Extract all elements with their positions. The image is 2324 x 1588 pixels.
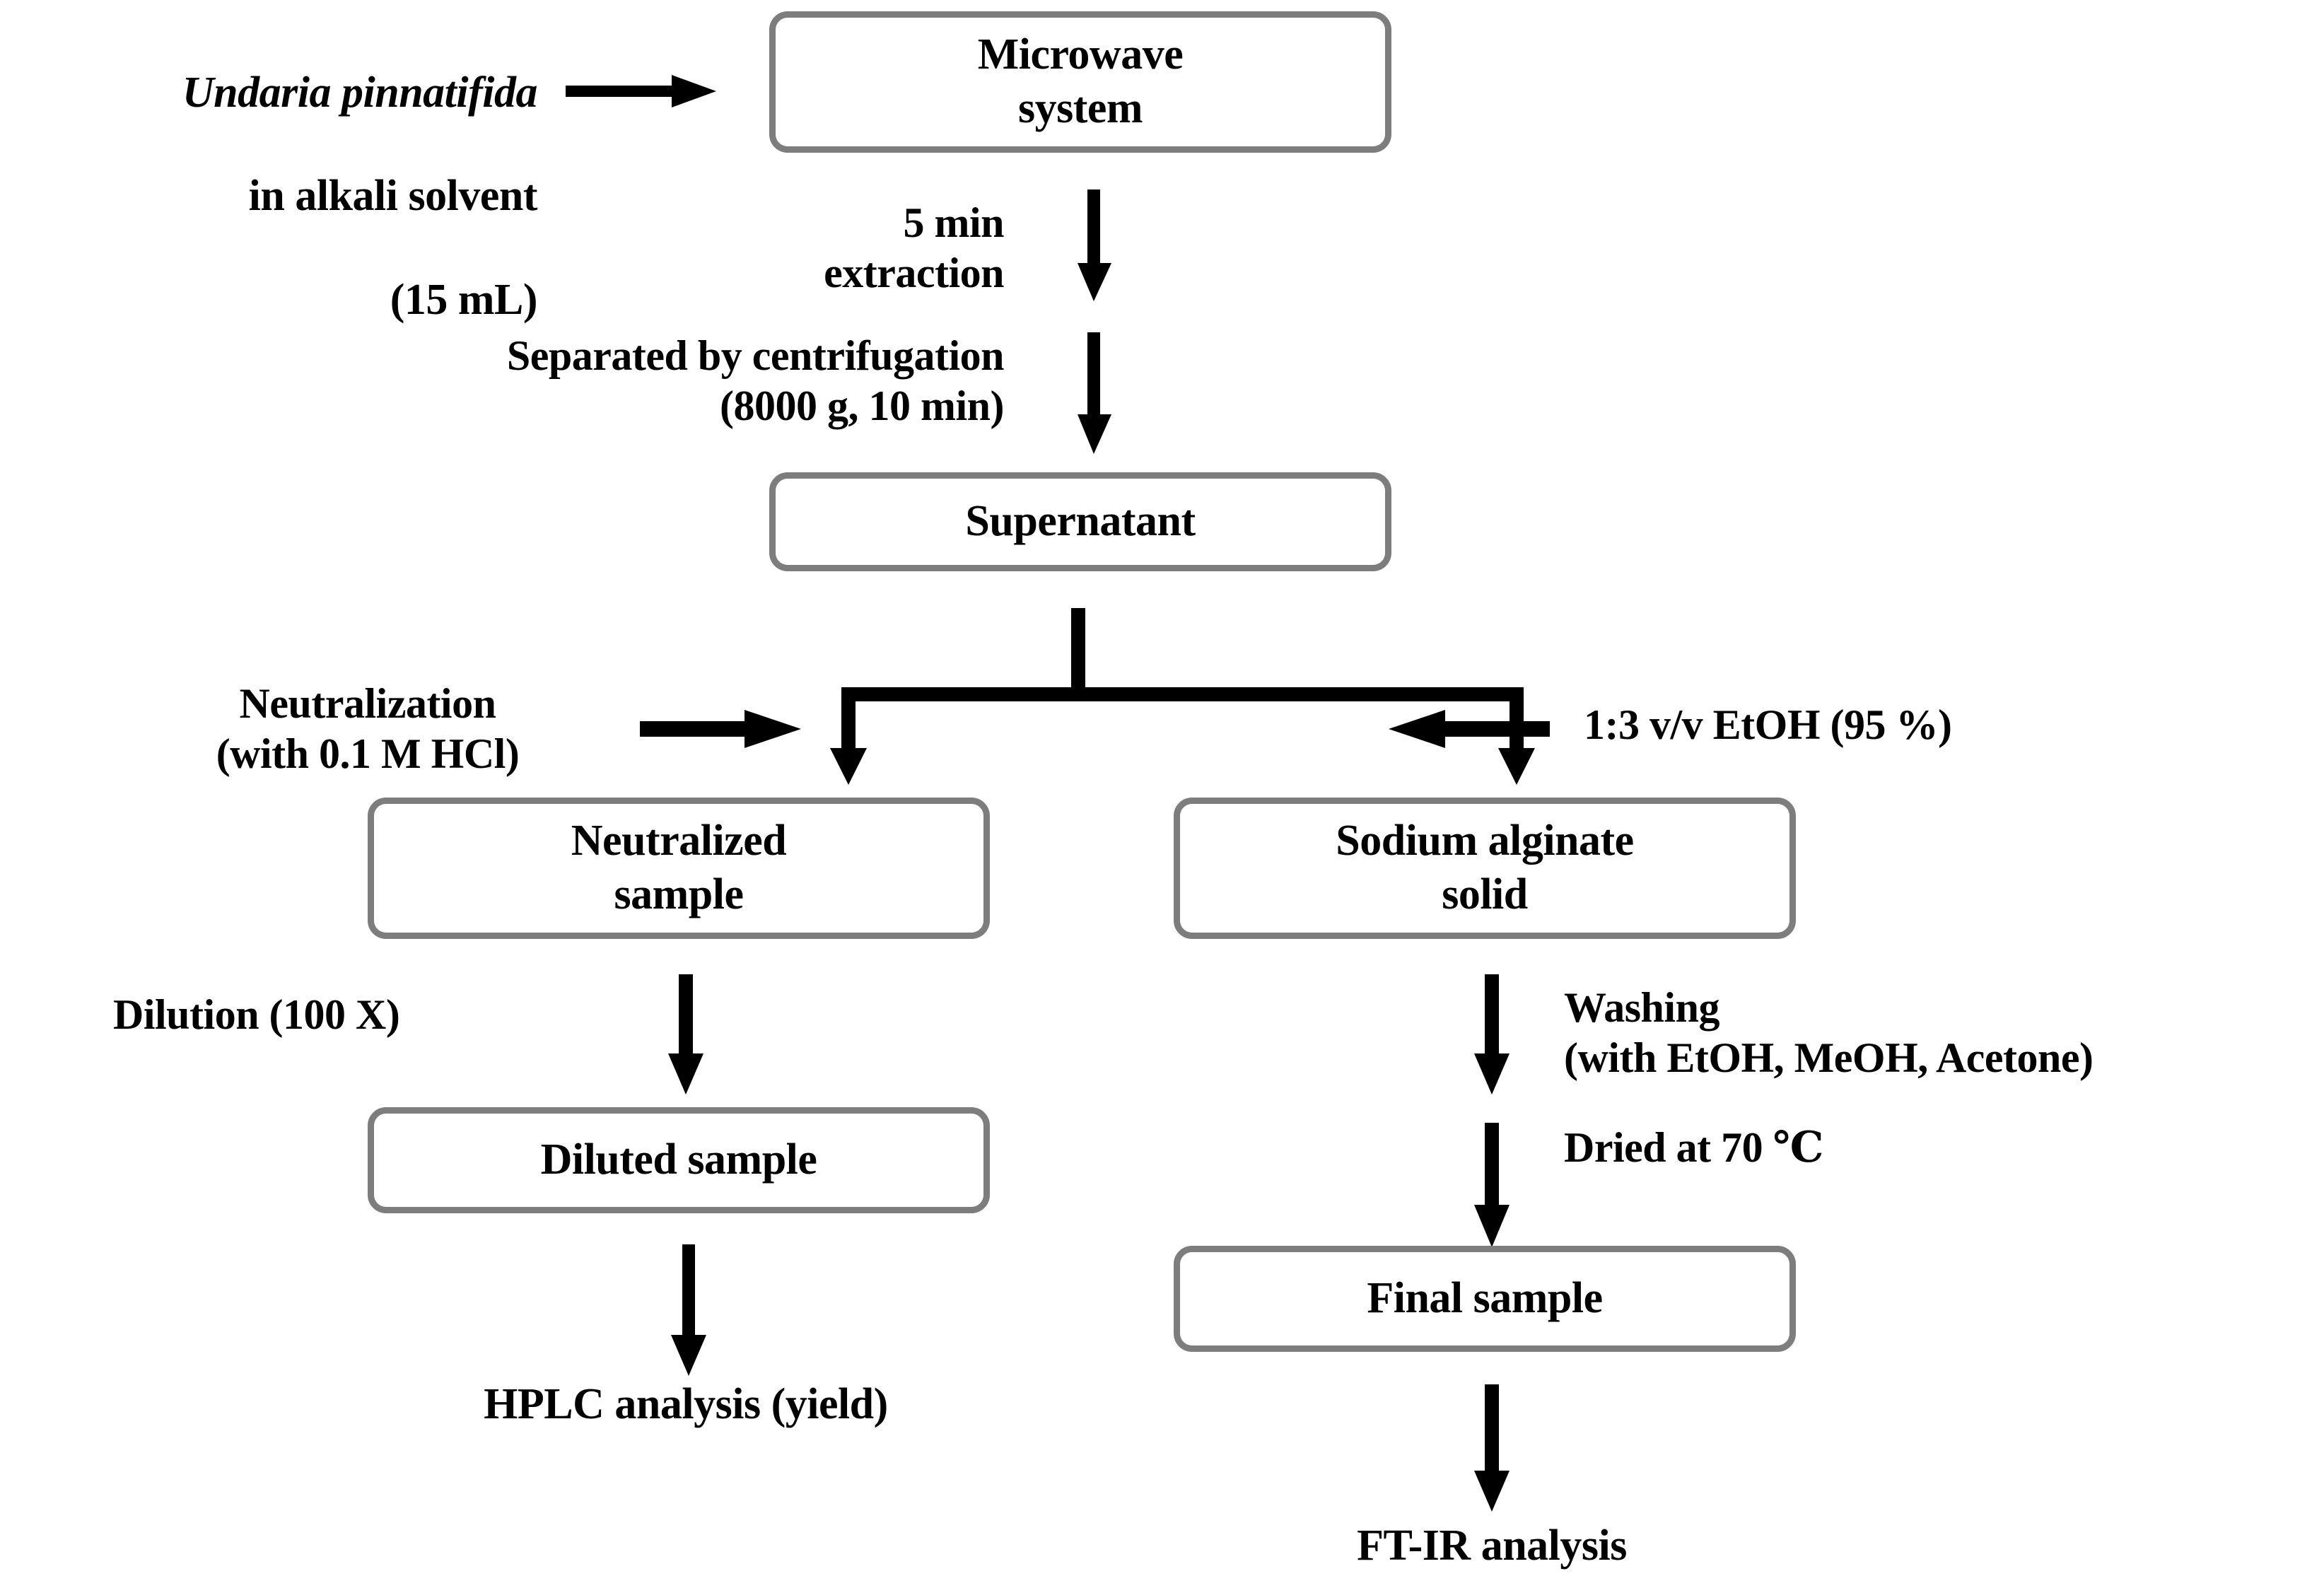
terminal-ftir-analysis: FT-IR analysis — [1357, 1522, 1627, 1570]
edge-label-washing: Washing (with EtOH, MeOH, Acetone) — [1564, 984, 2094, 1081]
arrow-ethanol — [1389, 710, 1550, 748]
edge-label-ethanol: 1:3 v/v EtOH (95 %) — [1584, 701, 1952, 748]
edge-label-centrifugation: Separated by centrifugation (8000 g, 10 … — [506, 332, 1005, 429]
node-sodium-alginate-solid[interactable]: Sodium alginate solid — [1174, 798, 1796, 939]
arrow-neutralization — [640, 710, 801, 748]
arrow-drying — [1474, 1123, 1510, 1247]
node-final-sample-label: Final sample — [1367, 1274, 1603, 1323]
node-microwave-system[interactable]: Microwave system — [769, 11, 1391, 153]
edge-label-neutralization: Neutralization (with 0.1 M HCl) — [216, 680, 520, 777]
arrow-dilution — [668, 974, 703, 1094]
arrow-input-to-microwave — [566, 75, 716, 107]
node-neutralized-sample[interactable]: Neutralized sample — [368, 798, 990, 939]
input-solvent-line: in alkali solvent — [248, 172, 538, 221]
edge-label-drying: Dried at 70 ℃ — [1564, 1124, 1824, 1171]
node-neutralized-sample-label: Neutralized sample — [571, 817, 787, 918]
node-supernatant[interactable]: Supernatant — [769, 472, 1391, 571]
node-sodium-alginate-solid-label: Sodium alginate solid — [1336, 817, 1634, 918]
arrow-washing — [1474, 974, 1510, 1094]
terminal-hplc-analysis: HPLC analysis (yield) — [484, 1380, 888, 1428]
edge-label-dilution: Dilution (100 X) — [113, 991, 400, 1038]
arrow-to-hplc — [671, 1244, 706, 1376]
arrow-extraction — [1078, 189, 1111, 301]
species-name: Undaria pinnatifida — [182, 69, 538, 117]
arrow-to-ftir — [1474, 1384, 1510, 1512]
arrow-centrifugation — [1078, 332, 1111, 454]
edge-label-extraction: 5 min extraction — [824, 199, 1004, 296]
input-sample-label: Undaria pinnatifida in alkali solvent (1… — [28, 16, 538, 378]
input-volume-line: (15 mL) — [390, 275, 538, 324]
node-final-sample[interactable]: Final sample — [1174, 1246, 1796, 1352]
node-microwave-system-label: Microwave system — [977, 30, 1184, 132]
split-junction-connector — [830, 608, 1535, 785]
node-supernatant-label: Supernatant — [965, 497, 1196, 546]
node-diluted-sample[interactable]: Diluted sample — [368, 1107, 990, 1213]
node-diluted-sample-label: Diluted sample — [540, 1135, 817, 1184]
